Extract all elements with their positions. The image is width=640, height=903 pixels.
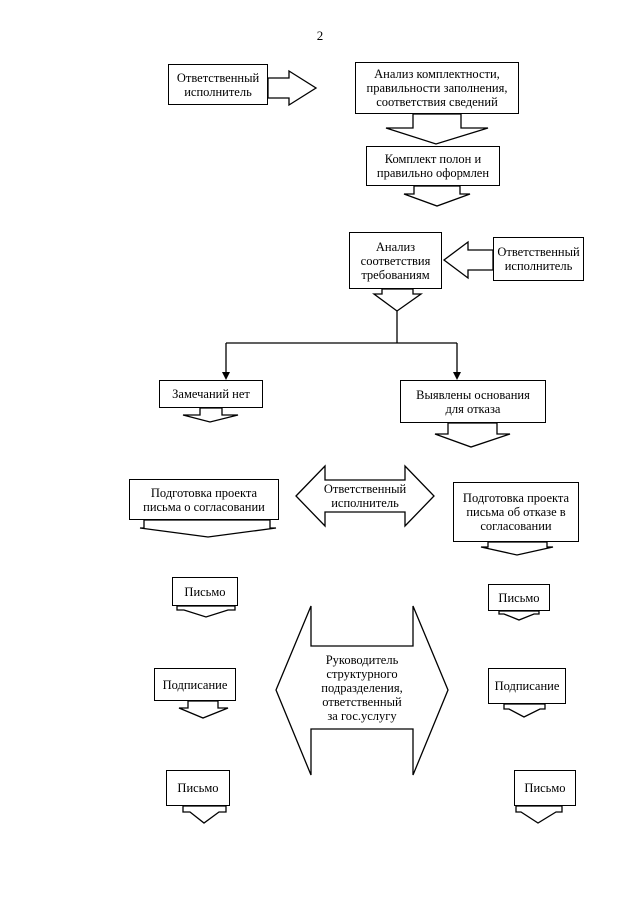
- arrow-down-refusal: [434, 422, 511, 448]
- responsible-executor-label-3: Ответственный исполнитель: [323, 482, 407, 510]
- double-arrow-head: [275, 605, 449, 776]
- signing-right-box: Подписание: [488, 668, 566, 704]
- arrow-right-to-analysis: [267, 69, 318, 107]
- arrow-down-draft-refusal: [480, 541, 554, 556]
- refusal-grounds-box: Выявлены основания для отказа: [400, 380, 546, 423]
- double-arrow-responsible: [295, 464, 435, 528]
- letter-left-box-2: Письмо: [166, 770, 230, 806]
- no-remarks-box: Замечаний нет: [159, 380, 263, 408]
- signing-left-box: Подписание: [154, 668, 236, 701]
- analysis-completeness-label: Анализ комплектности, правильности запол…: [366, 67, 508, 109]
- letter-left-box-1: Письмо: [172, 577, 238, 606]
- complete-set-box: Комплект полон и правильно оформлен: [366, 146, 500, 186]
- letter-right-label-1: Письмо: [498, 590, 540, 605]
- complete-set-label: Комплект полон и правильно оформлен: [376, 152, 490, 180]
- analysis-requirements-box: Анализ соответствия требованиям: [349, 232, 442, 289]
- arrow-down-draft-approval: [139, 519, 277, 538]
- branch-right-arrowhead: [453, 372, 461, 380]
- refusal-grounds-label: Выявлены основания для отказа: [416, 387, 530, 416]
- letter-left-label-2: Письмо: [177, 781, 219, 795]
- responsible-executor-label-2: Ответственный исполнитель: [497, 245, 580, 273]
- letter-right-box-2: Письмо: [514, 770, 576, 806]
- arrow-down-2: [403, 185, 471, 207]
- responsible-executor-box-2: Ответственный исполнитель: [493, 237, 584, 281]
- arrow-down-letter-left-1: [176, 605, 236, 618]
- letter-right-box-1: Письмо: [488, 584, 550, 611]
- arrow-down-letter-right-2: [515, 805, 563, 824]
- arrow-down-1: [385, 113, 489, 145]
- arrow-left-to-requirements: [442, 240, 494, 280]
- letter-left-label-1: Письмо: [184, 584, 226, 599]
- draft-approval-label: Подготовка проекта письма о согласовании: [143, 485, 265, 514]
- draft-refusal-box: Подготовка проекта письма об отказе в со…: [453, 482, 579, 542]
- arrow-down-letter-right-1: [498, 610, 540, 621]
- signing-left-label: Подписание: [162, 677, 228, 692]
- draft-approval-box: Подготовка проекта письма о согласовании: [129, 479, 279, 520]
- no-remarks-label: Замечаний нет: [172, 387, 250, 401]
- page-number: 2: [316, 28, 324, 43]
- head-of-department-label: Руководитель структурного подразделения,…: [321, 653, 403, 723]
- arrow-down-3: [372, 288, 424, 312]
- signing-right-label: Подписание: [494, 679, 560, 693]
- arrow-down-signing-right: [503, 703, 546, 718]
- letter-right-label-2: Письмо: [524, 781, 566, 795]
- arrow-down-no-remarks: [182, 407, 239, 423]
- arrow-down-signing-left: [178, 700, 229, 719]
- branch-left-arrowhead: [222, 372, 230, 380]
- responsible-executor-label-1: Ответственный исполнитель: [176, 70, 260, 99]
- draft-refusal-label: Подготовка проекта письма об отказе в со…: [462, 491, 570, 533]
- responsible-executor-box-1: Ответственный исполнитель: [168, 64, 268, 105]
- analysis-completeness-box: Анализ комплектности, правильности запол…: [355, 62, 519, 114]
- arrow-down-letter-left-2: [182, 805, 227, 824]
- analysis-requirements-label: Анализ соответствия требованиям: [360, 239, 431, 282]
